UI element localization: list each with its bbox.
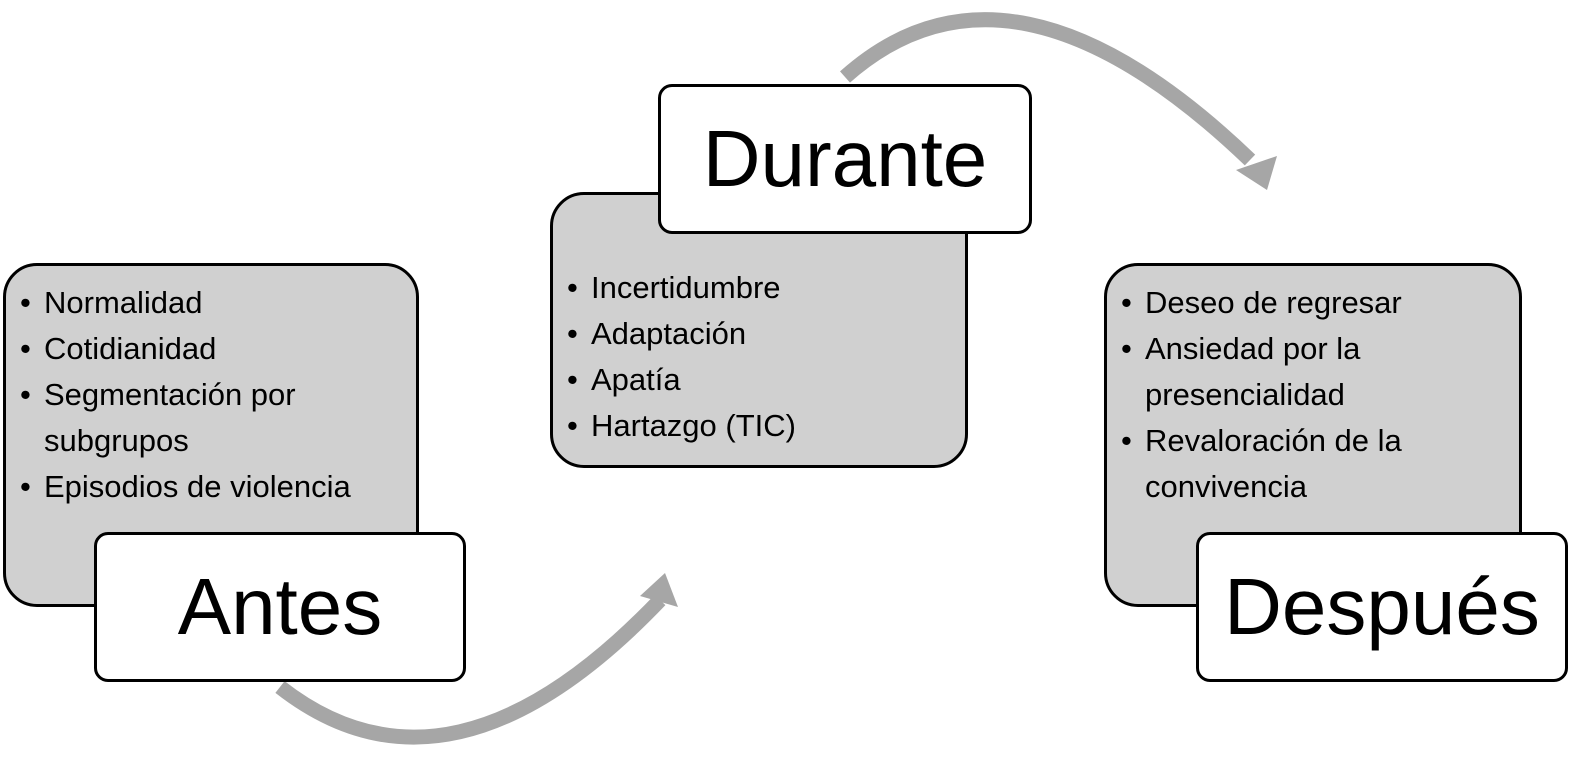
- antes-item: Normalidad: [20, 280, 351, 326]
- antes-panel: Normalidad Cotidianidad Segmentación por…: [3, 263, 419, 607]
- arrow-antes-to-durante: [275, 594, 666, 745]
- despues-item-continuation: convivencia: [1145, 469, 1307, 504]
- durante-panel: Incertidumbre Adaptación Apatía Hartazgo…: [550, 192, 968, 468]
- despues-item: Ansiedad por la: [1121, 326, 1402, 372]
- despues-item: Revaloración de la: [1121, 418, 1402, 464]
- antes-item-continuation: subgrupos: [44, 423, 189, 458]
- durante-item: Apatía: [567, 357, 796, 403]
- despues-list: Deseo de regresar Ansiedad por la presen…: [1121, 280, 1402, 510]
- durante-item: Hartazgo (TIC): [567, 403, 796, 449]
- arrow-durante-to-despues: [840, 12, 1256, 166]
- antes-item: Episodios de violencia: [20, 464, 351, 510]
- antes-title: Antes: [94, 532, 466, 682]
- antes-list: Normalidad Cotidianidad Segmentación por…: [20, 280, 351, 510]
- arrow-antes-to-durante-head: [640, 573, 678, 607]
- antes-item: Segmentación por: [20, 372, 351, 418]
- durante-item: Adaptación: [567, 311, 796, 357]
- durante-list: Incertidumbre Adaptación Apatía Hartazgo…: [567, 265, 796, 449]
- despues-title: Después: [1196, 532, 1568, 682]
- arrow-durante-to-despues-head: [1236, 156, 1277, 190]
- durante-item: Incertidumbre: [567, 265, 796, 311]
- antes-item: Cotidianidad: [20, 326, 351, 372]
- despues-item: Deseo de regresar: [1121, 280, 1402, 326]
- durante-title: Durante: [658, 84, 1032, 234]
- despues-item-continuation: presencialidad: [1145, 377, 1345, 412]
